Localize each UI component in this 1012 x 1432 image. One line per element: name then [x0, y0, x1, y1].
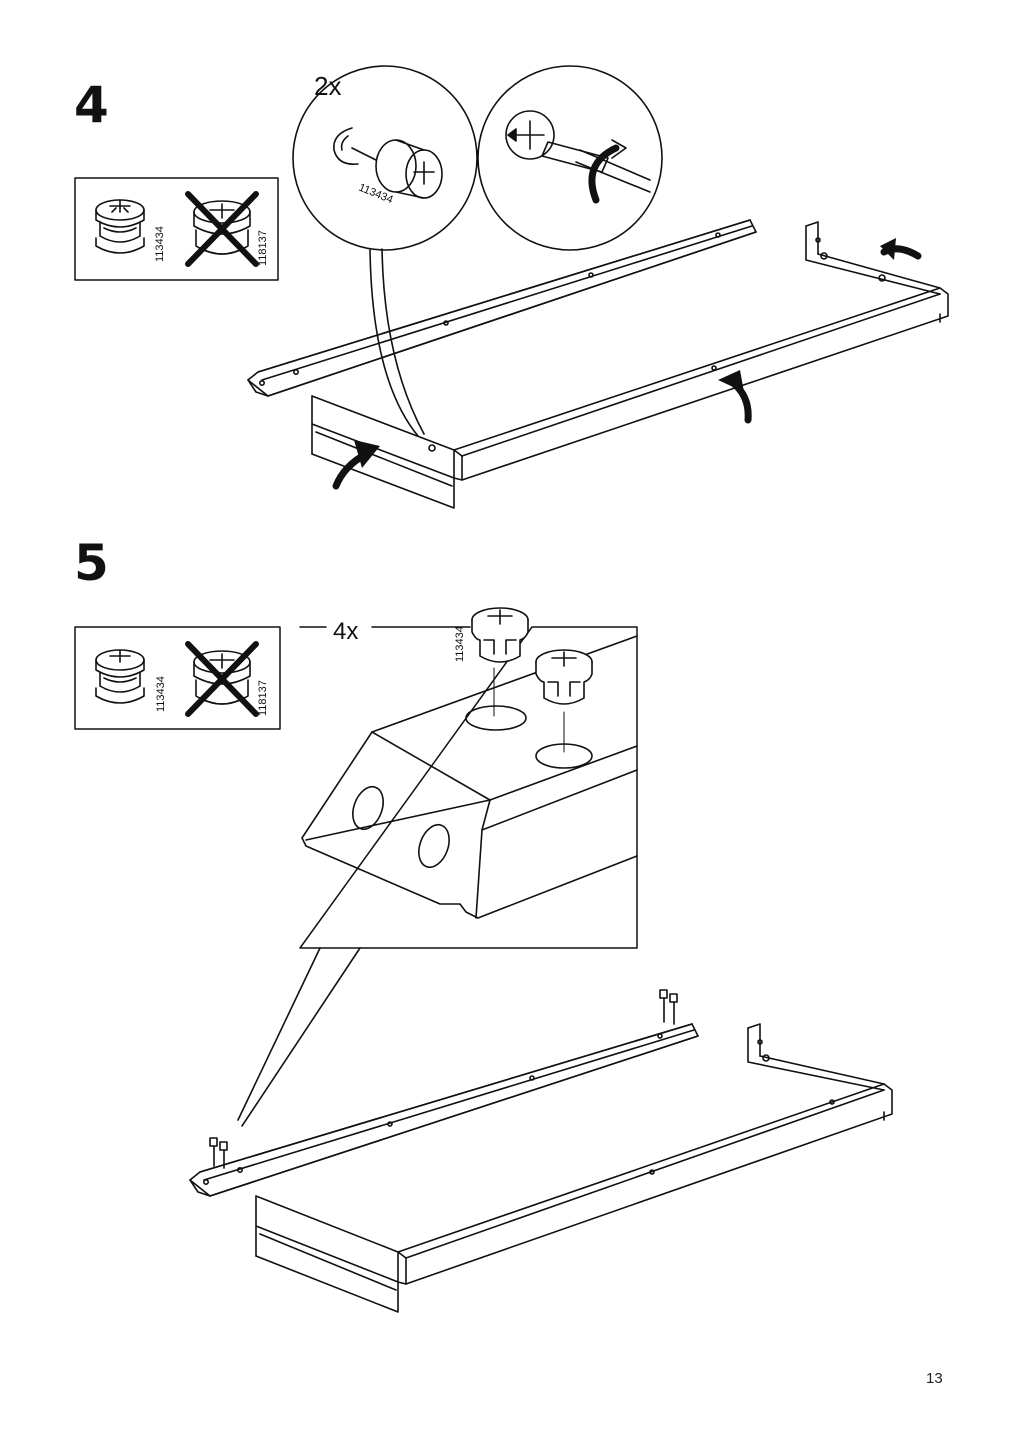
screwdriver-icon [541, 141, 651, 193]
cross-out-icon [185, 641, 259, 717]
cam-lock-icon [95, 649, 145, 704]
step-5-part-box: 113434 118137 [74, 626, 281, 730]
cam-lock-icon [505, 110, 555, 160]
curved-arrow-icon [880, 238, 896, 260]
cam-lock-icon [535, 649, 593, 705]
step-4-frame [311, 221, 949, 509]
step-5-number: 5 [74, 534, 109, 592]
cam-lock-icon [209, 989, 678, 1169]
rotate-arrow-icon [588, 144, 620, 204]
step-5-quantity: 4x [333, 618, 358, 645]
curved-arrow-icon [332, 245, 922, 490]
cam-lock-icon [351, 139, 443, 199]
step-4-number: 4 [74, 76, 109, 134]
curved-arrow-icon [718, 370, 744, 392]
cam-lock-icon [471, 607, 529, 663]
step-5-correct-part-code: 113434 [155, 676, 167, 712]
step-4-callout-tighten [477, 65, 663, 251]
step-4-quantity: 2x [314, 71, 341, 101]
step-5-callout-part-code: 113434 [454, 626, 466, 662]
page-number: 13 [926, 1370, 943, 1387]
step-5-wrong-part-code: 118137 [257, 680, 269, 716]
curved-arrow-icon [354, 440, 380, 468]
step-4-rail [247, 219, 757, 397]
step-4-correct-part-code: 113434 [154, 226, 166, 262]
cam-lock-icon [95, 199, 145, 254]
step-4-wrong-part-code: 118137 [257, 230, 269, 266]
step-4-part-box: 113434 118137 [74, 177, 279, 281]
step-5-detail-box: 4x 113434 [237, 607, 638, 1127]
cross-out-icon [185, 191, 259, 267]
step-4-callout-camlock: 2x 113434 [292, 65, 478, 437]
step-5-frame [255, 1023, 893, 1313]
step-5-rail [189, 989, 699, 1197]
